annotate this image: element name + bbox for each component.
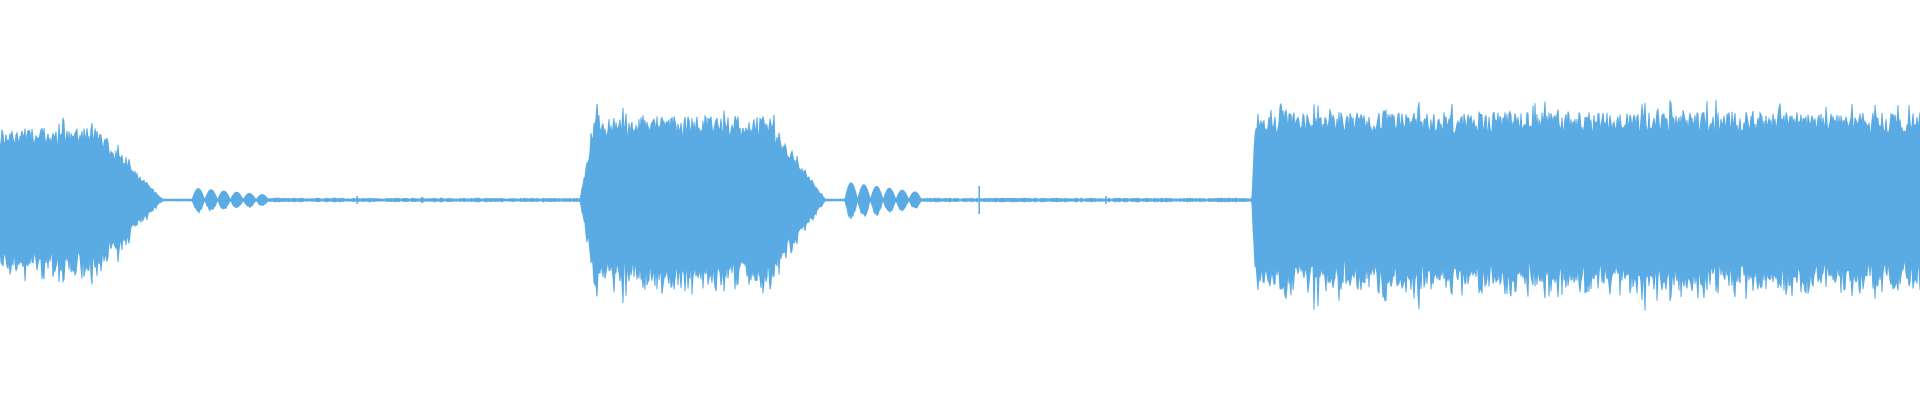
waveform-envelope [0,99,1920,311]
waveform-click-marks [356,186,1107,214]
